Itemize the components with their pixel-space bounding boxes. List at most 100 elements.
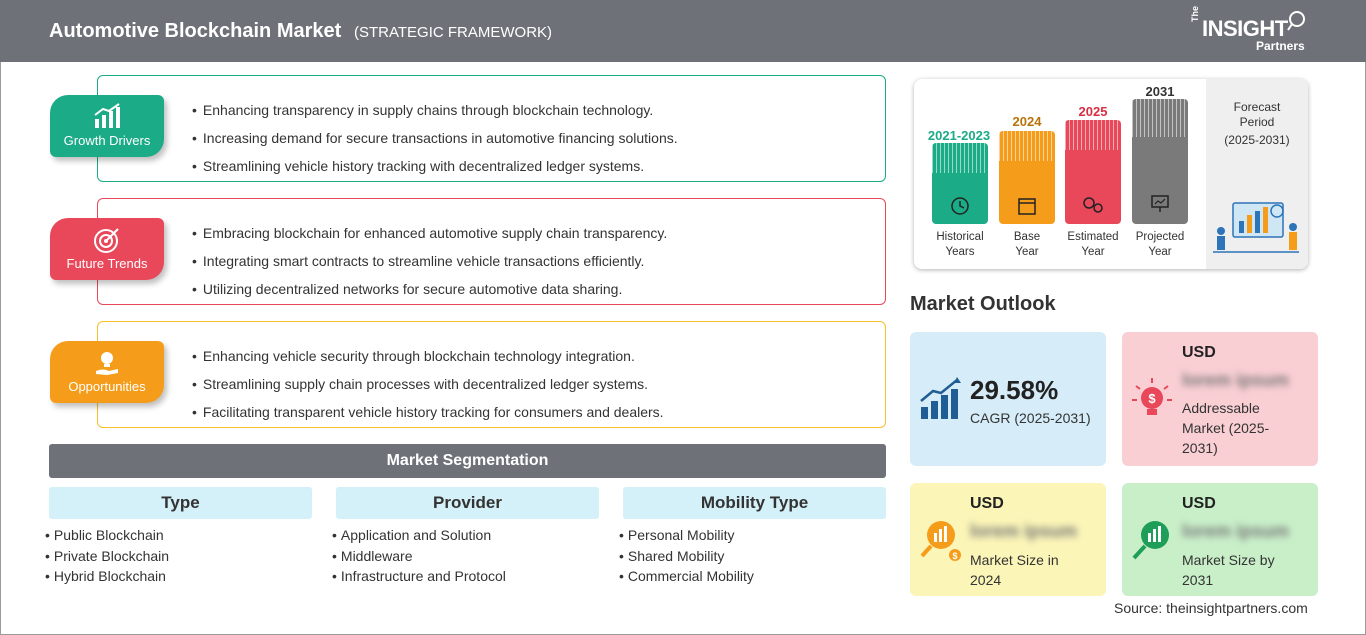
segment-header: Type xyxy=(49,487,312,519)
badge-opportunities: Opportunities xyxy=(50,341,164,403)
size-2024-desc-1: Market Size in xyxy=(970,552,1059,568)
market-outlook-title: Market Outlook xyxy=(910,293,1056,315)
bar-caption-line2: Year xyxy=(1148,246,1172,258)
year-label: 2021-2023 xyxy=(927,128,991,143)
cagr-value: 29.58% xyxy=(970,375,1059,405)
list-item: Streamlining supply chain processes with… xyxy=(192,370,664,398)
svg-text:$: $ xyxy=(952,551,957,561)
segment-provider: Provider Application and Solution Middle… xyxy=(336,487,599,587)
badge-future-trends: Future Trends xyxy=(50,218,164,280)
source-credit: Source: theinsightpartners.com xyxy=(1114,600,1308,616)
bar-estimated xyxy=(1065,120,1121,224)
forecast-range: (2025-2031) xyxy=(1224,133,1290,147)
presentation-icon xyxy=(1151,195,1169,212)
year-label: 2031 xyxy=(1145,84,1175,99)
list-item: Personal Mobility xyxy=(619,525,886,546)
growth-drivers-list: Enhancing transparency in supply chains … xyxy=(192,96,678,180)
list-item: Increasing demand for secure transaction… xyxy=(192,124,678,152)
card-growth-drivers: Enhancing transparency in supply chains … xyxy=(97,75,886,182)
future-trends-list: Embracing blockchain for enhanced automo… xyxy=(192,219,667,303)
magnifier-growth-icon xyxy=(1132,521,1169,560)
list-item: Streamlining vehicle history tracking wi… xyxy=(192,152,678,180)
bar-caption-line2: Year xyxy=(1081,246,1105,258)
segment-header: Provider xyxy=(336,487,599,519)
bar-caption-line2: Year xyxy=(1015,246,1039,258)
magnifier-chart-icon: $ xyxy=(920,521,961,561)
addressable-desc-3: 2031) xyxy=(1182,440,1218,456)
bar-stripes xyxy=(1065,120,1121,150)
svg-text:$: $ xyxy=(1148,391,1156,406)
brand-logo: The INSIGHT Partners xyxy=(1190,6,1310,56)
lightbulb-hand-icon xyxy=(96,352,118,375)
usd-label: USD xyxy=(970,495,1004,512)
forecast-period-panel: Forecast Period (2025-2031) xyxy=(1206,79,1308,269)
usd-label: USD xyxy=(1182,495,1216,512)
bar-stripes xyxy=(1132,99,1188,137)
outlook-addressable: $ USD lorem ipsum Addressable Market (20… xyxy=(1122,332,1318,466)
year-label: 2025 xyxy=(1078,104,1108,119)
growth-chart-icon xyxy=(94,103,120,128)
bar-projected xyxy=(1132,99,1188,224)
gears-icon xyxy=(1083,197,1103,213)
calendar-icon xyxy=(1018,198,1036,215)
forecast-heading: Forecast Period xyxy=(1206,100,1308,130)
badge-label: Future Trends xyxy=(66,256,148,271)
bar-caption-line1: Estimated xyxy=(1067,231,1119,243)
list-item: Infrastructure and Protocol xyxy=(332,566,599,587)
badge-label: Opportunities xyxy=(68,379,146,394)
list-item: Commercial Mobility xyxy=(619,566,886,587)
analytics-people-icon xyxy=(1213,202,1299,253)
idea-dollar-icon: $ xyxy=(1132,378,1172,415)
list-item: Enhancing transparency in supply chains … xyxy=(192,96,678,124)
bar-base xyxy=(999,131,1055,224)
forecast-line1: Forecast xyxy=(1233,100,1281,114)
bar-caption-line2: Years xyxy=(945,246,975,258)
outlook-size-2024: $ USD lorem ipsum Market Size in 2024 xyxy=(910,483,1106,596)
usd-label: USD xyxy=(1182,344,1216,361)
addressable-desc-1: Addressable xyxy=(1182,400,1260,416)
card-opportunities: Enhancing vehicle security through block… xyxy=(97,321,886,428)
forecast-line2: Period xyxy=(1239,115,1275,129)
timeline-card: 2021-2023 Historical Years 2024 Base Yea… xyxy=(914,79,1308,269)
segment-header: Mobility Type xyxy=(623,487,886,519)
outlook-size-2031: USD lorem ipsum Market Size by 2031 xyxy=(1122,483,1318,596)
segment-type: Type Public Blockchain Private Blockchai… xyxy=(49,487,312,587)
list-item: Shared Mobility xyxy=(619,546,886,567)
bar-stripes xyxy=(932,143,988,173)
outlook-cagr: 29.58% CAGR (2025-2031) xyxy=(910,332,1106,466)
header-bar: Automotive Blockchain Market (STRATEGIC … xyxy=(0,0,1366,62)
bar-caption-line1: Projected xyxy=(1135,231,1185,243)
card-future-trends: Embracing blockchain for enhanced automo… xyxy=(97,198,886,305)
list-item: Hybrid Blockchain xyxy=(45,566,312,587)
blurred-value: lorem ipsum xyxy=(1182,521,1290,541)
list-item: Public Blockchain xyxy=(45,525,312,546)
bar-caption-line1: Base xyxy=(1013,231,1041,243)
size-2031-desc-2: 2031 xyxy=(1182,572,1214,588)
list-item: Middleware xyxy=(332,546,599,567)
list-item: Enhancing vehicle security through block… xyxy=(192,342,664,370)
list-item: Integrating smart contracts to streamlin… xyxy=(192,247,667,275)
bar-historical xyxy=(932,143,988,224)
blurred-value: lorem ipsum xyxy=(970,521,1078,541)
rising-chart-icon xyxy=(920,377,961,419)
page-subtitle: (STRATEGIC FRAMEWORK) xyxy=(354,24,553,41)
history-clock-icon xyxy=(951,197,969,215)
opportunities-list: Enhancing vehicle security through block… xyxy=(192,342,664,426)
year-label: 2024 xyxy=(1012,114,1042,129)
badge-growth-drivers: Growth Drivers xyxy=(50,95,164,157)
list-item: Facilitating transparent vehicle history… xyxy=(192,398,664,426)
logo-insight: INSIGHT xyxy=(1202,16,1288,41)
badge-label: Growth Drivers xyxy=(63,133,151,148)
page-title: Automotive Blockchain Market xyxy=(49,20,342,42)
logo-partners: Partners xyxy=(1256,39,1305,53)
segmentation-title: Market Segmentation xyxy=(49,444,886,478)
logo-lens-icon xyxy=(1287,11,1305,31)
segment-mobility-type: Mobility Type Personal Mobility Shared M… xyxy=(623,487,886,587)
size-2024-desc-2: 2024 xyxy=(970,572,1002,588)
list-item: Application and Solution xyxy=(332,525,599,546)
addressable-desc-2: Market (2025- xyxy=(1182,420,1270,436)
list-item: Utilizing decentralized networks for sec… xyxy=(192,275,667,303)
bar-stripes xyxy=(999,131,1055,161)
list-item: Private Blockchain xyxy=(45,546,312,567)
logo-the: The xyxy=(1190,5,1200,22)
